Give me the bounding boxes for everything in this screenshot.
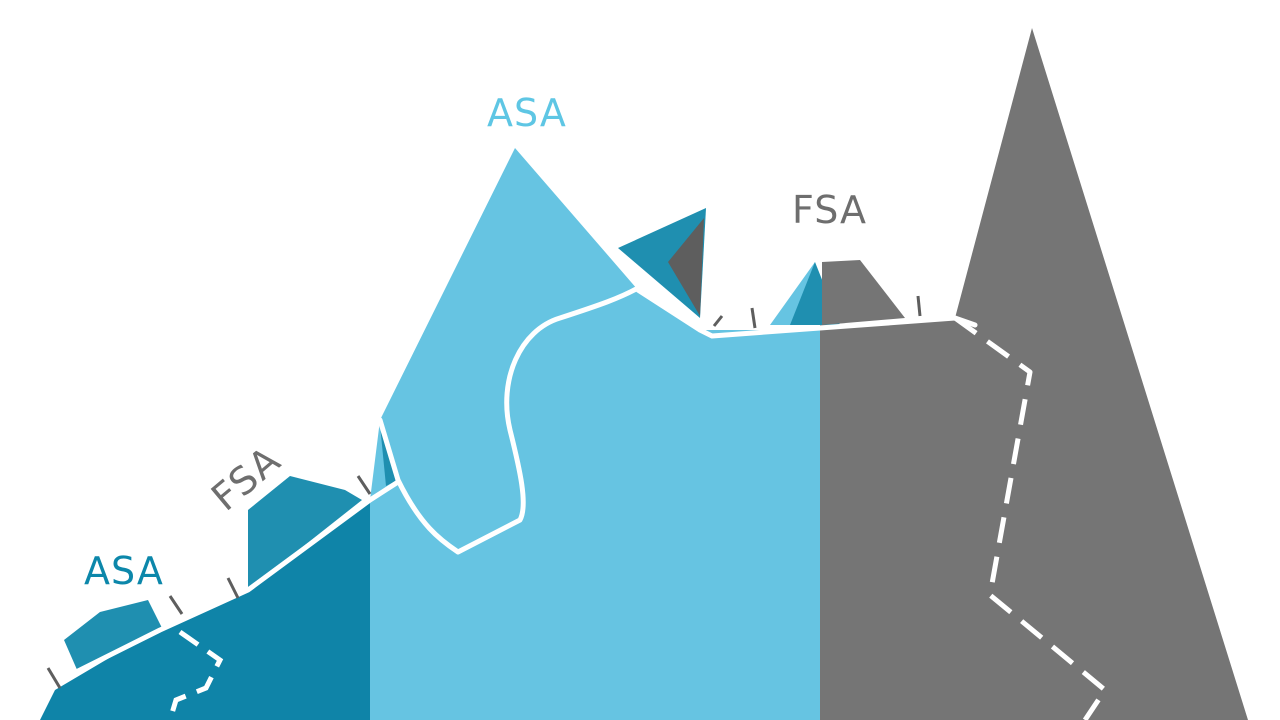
white-curve-line [377, 285, 641, 555]
dark-blue-shard [618, 208, 706, 318]
fsa-dark-blue-block [248, 476, 362, 590]
gray-shard [668, 218, 704, 316]
small-dark-blue-block [64, 600, 162, 672]
white-dashed-boundary-left [167, 629, 224, 720]
gray-mountain [820, 28, 1248, 720]
asa-label-top: ASA [487, 91, 567, 135]
asa-label-left: ASA [84, 549, 164, 593]
fsa-label-right: FSA [792, 188, 868, 232]
white-dashed-boundary-right [953, 315, 1108, 720]
light-blue-mountain [370, 148, 820, 720]
tick-marks [46, 295, 922, 689]
white-ridge-line [37, 479, 401, 693]
small-pyramid-gray [822, 260, 905, 325]
